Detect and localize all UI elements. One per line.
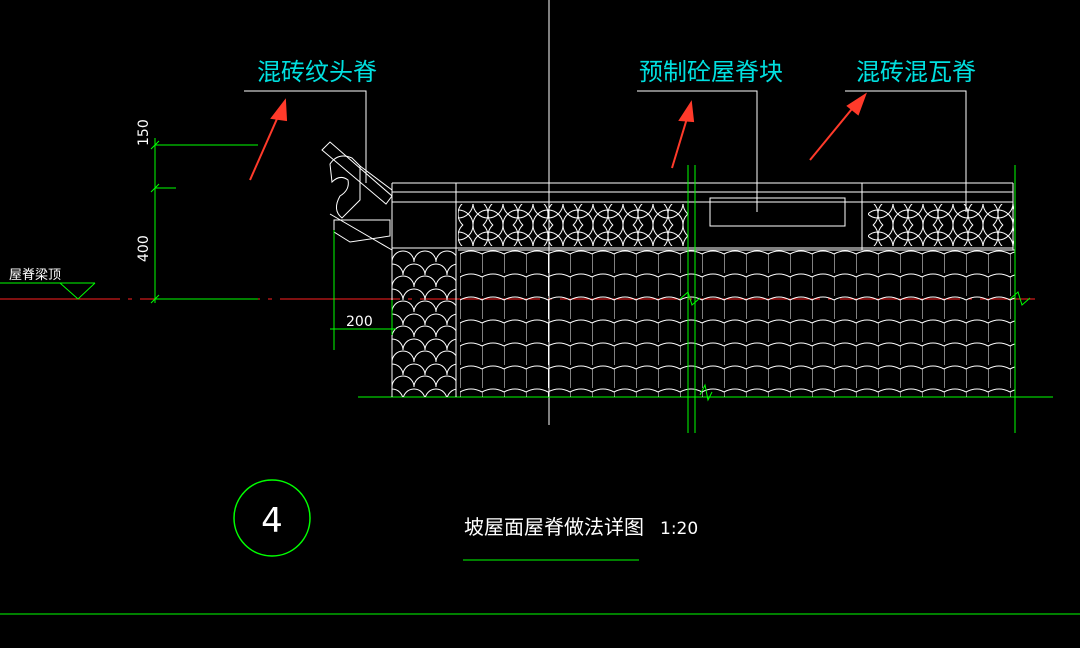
drawing-title: 坡屋面屋脊做法详图 [464,515,644,539]
callout-label-left: 混砖纹头脊 [257,58,377,86]
precast-block [694,182,863,251]
drawing-scale: 1:20 [660,519,698,539]
dimension-lines [150,138,396,350]
level-marker [0,282,96,300]
callout-leaders [244,90,967,212]
ridge-end-ornament [321,141,393,251]
detail-number-circle [233,479,311,557]
roof-tile-body [391,249,1015,397]
callout-label-right: 混砖混瓦脊 [856,58,976,86]
break-lines [679,165,1031,433]
callout-label-mid: 预制砼屋脊块 [639,58,783,86]
detail-number: 4 [261,501,283,541]
dim-200: 200 [346,314,373,330]
ridge-beam-top-label: 屋脊梁顶 [9,268,61,283]
callout-arrows [249,92,867,181]
dim-150: 150 [136,119,152,146]
ridge-cap [391,182,1014,251]
dim-400: 400 [136,235,152,262]
